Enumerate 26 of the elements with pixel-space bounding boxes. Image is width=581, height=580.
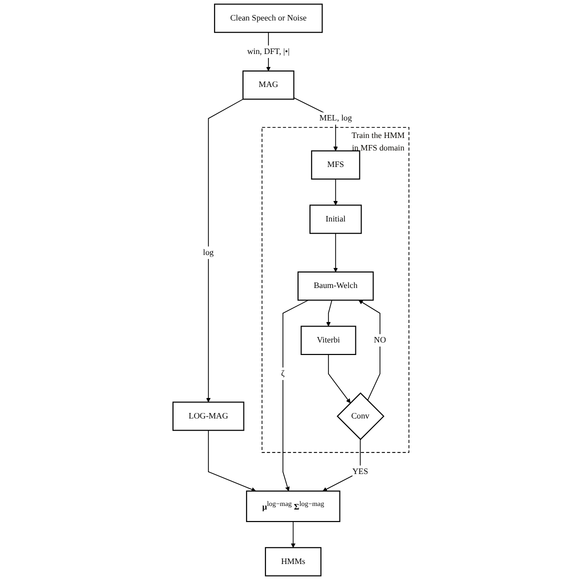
arrow [282, 300, 308, 492]
arrow [332, 178, 338, 206]
node-box: μ$^{log−mag}$ Σ$^{log−mag}$ [246, 490, 340, 522]
node-box: HMMs [264, 547, 321, 576]
arrow [208, 430, 256, 492]
node-box: LOG-MAG [172, 402, 244, 431]
edge-label: ζ [280, 369, 284, 378]
edge-label: log [202, 248, 214, 257]
arrow [290, 521, 296, 548]
node-box: MAG [242, 70, 294, 100]
arrow [206, 98, 244, 402]
arrow [332, 232, 338, 272]
edge-label: YES [352, 467, 368, 476]
node-box: MFS [310, 150, 360, 180]
node-box: Baum-Welch [297, 271, 374, 301]
arrow [358, 300, 380, 401]
edge-label: win, DFT, |•| [246, 46, 290, 56]
node-box: Clean Speech or Noise [214, 4, 322, 33]
node-box: Viterbi [300, 326, 356, 355]
arrow [328, 354, 350, 404]
edge-label: NO [373, 336, 386, 345]
edge-label: MEL, log [318, 114, 352, 123]
node-box: Initial [309, 204, 362, 234]
node-diamond: Conv [336, 392, 384, 440]
arrow [322, 439, 360, 492]
arrow [326, 300, 332, 326]
